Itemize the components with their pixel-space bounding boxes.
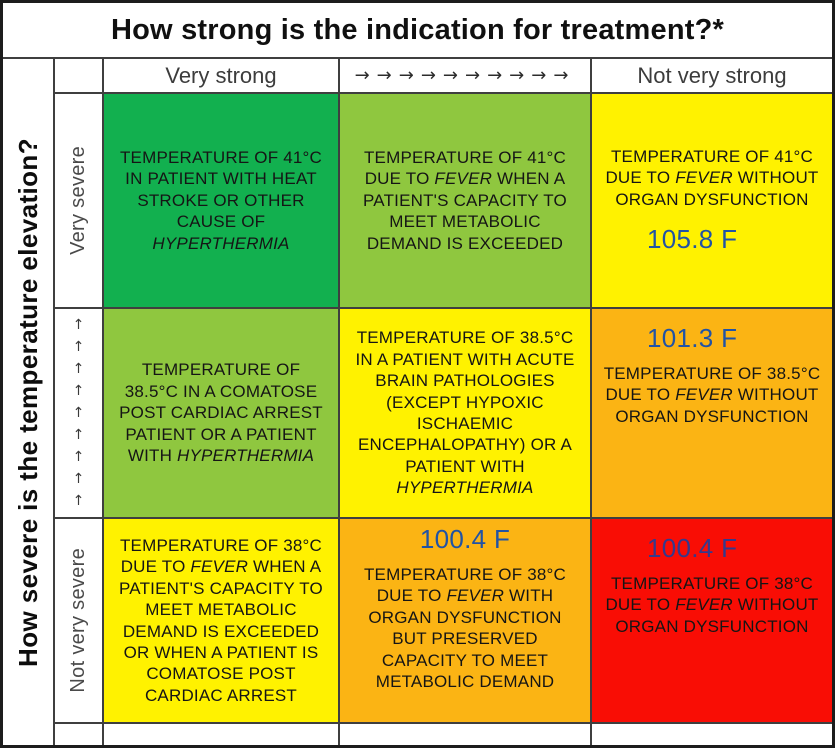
row-header-arrows-icon: ↑ ↑ ↑ ↑ ↑ ↑ ↑ ↑ ↑ (55, 309, 102, 517)
row-header-arrows-text: ↑ ↑ ↑ ↑ ↑ ↑ ↑ ↑ ↑ (72, 317, 85, 509)
fahrenheit-annotation: 100.4 F (647, 533, 738, 563)
fahrenheit-annotation: 100.4 F (419, 524, 511, 554)
cell-very-severe-not-very-strong: TEMPERATURE OF 41°C DUE TO FEVER WITHOUT… (592, 94, 832, 307)
cell-text: TEMPERATURE OF 38.5°C IN A COMATOSE POST… (119, 360, 323, 466)
column-header-not-very-strong: Not very strong (592, 59, 832, 92)
cell-text: TEMPERATURE OF 38°C DUE TO FEVER WHEN A … (119, 535, 323, 705)
y-axis-title: How severe is the temperature elevation? (3, 59, 53, 745)
cell-intermediate-not-very-strong: 101.3 F TEMPERATURE OF 38.5°C DUE TO FEVE… (592, 309, 832, 517)
empty-cell (104, 724, 338, 745)
fahrenheit-annotation: 105.8 F (647, 224, 738, 255)
cell-not-very-severe-very-strong: TEMPERATURE OF 38°C DUE TO FEVER WHEN A … (104, 519, 338, 722)
empty-cell (55, 724, 102, 745)
row-header-very-severe-text: Very severe (67, 146, 89, 255)
row-header-not-very-severe-text: Not very severe (67, 548, 89, 693)
page-title: How strong is the indication for treatme… (3, 3, 832, 57)
fahrenheit-annotation: 101.3 F (647, 323, 738, 353)
cell-text: TEMPERATURE OF 38°C DUE TO FEVER WITH OR… (363, 565, 566, 692)
cell-intermediate-intermediate: TEMPERATURE OF 38.5°C IN A PATIENT WITH … (340, 309, 590, 517)
row-header-very-severe: Very severe (55, 94, 102, 307)
cell-not-very-severe-intermediate: 100.4 F TEMPERATURE OF 38°C DUE TO FEVER … (340, 519, 590, 722)
cell-text: TEMPERATURE OF 38.5°C DUE TO FEVER WITHO… (603, 364, 821, 426)
cell-text: TEMPERATURE OF 38.5°C IN A PATIENT WITH … (355, 328, 575, 498)
empty-cell (340, 724, 590, 745)
cell-text: TEMPERATURE OF 38°C DUE TO FEVER WITHOUT… (605, 574, 819, 636)
cell-not-very-severe-not-very-strong: 100.4 F TEMPERATURE OF 38°C DUE TO FEVER … (592, 519, 832, 722)
cell-very-severe-intermediate: TEMPERATURE OF 41°C DUE TO FEVER WHEN A … (340, 94, 590, 307)
cell-text: TEMPERATURE OF 41°C DUE TO FEVER WHEN A … (363, 147, 567, 253)
corner-cell (55, 59, 102, 92)
cell-very-severe-very-strong: TEMPERATURE OF 41°C IN PATIENT WITH HEAT… (104, 94, 338, 307)
cell-intermediate-very-strong: TEMPERATURE OF 38.5°C IN A COMATOSE POST… (104, 309, 338, 517)
column-header-very-strong: Very strong (104, 59, 338, 92)
cell-text: TEMPERATURE OF 41°C IN PATIENT WITH HEAT… (119, 147, 322, 253)
cell-text: TEMPERATURE OF 41°C DUE TO FEVER WITHOUT… (605, 146, 819, 209)
y-axis-title-text: How severe is the temperature elevation? (12, 137, 43, 667)
row-header-not-very-severe: Not very severe (55, 519, 102, 722)
column-header-arrows-icon: →→→→→→→→→→ (340, 59, 590, 92)
empty-cell (592, 724, 832, 745)
